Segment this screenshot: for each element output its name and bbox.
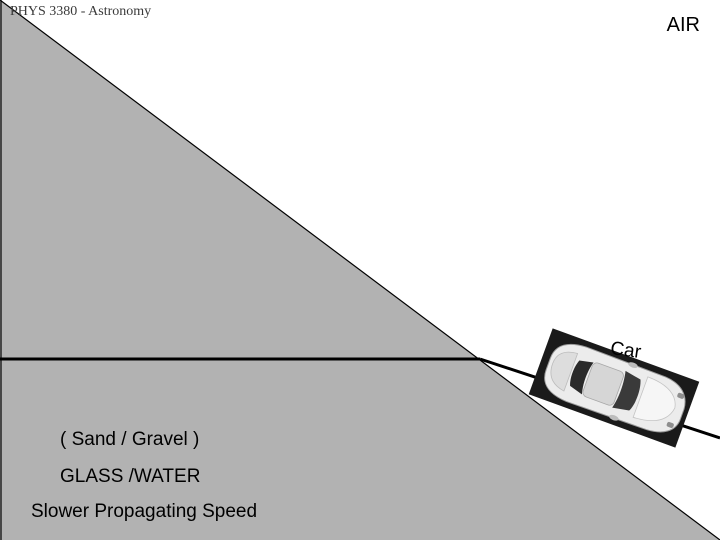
- speed-note-label: Slower Propagating Speed: [31, 501, 257, 523]
- course-title: PHYS 3380 - Astronomy: [10, 4, 151, 20]
- car-label: Car: [609, 338, 642, 364]
- material-name-label: GLASS /WATER: [60, 466, 200, 488]
- air-region-label: AIR: [667, 14, 700, 37]
- material-examples-label: ( Sand / Gravel ): [60, 429, 199, 451]
